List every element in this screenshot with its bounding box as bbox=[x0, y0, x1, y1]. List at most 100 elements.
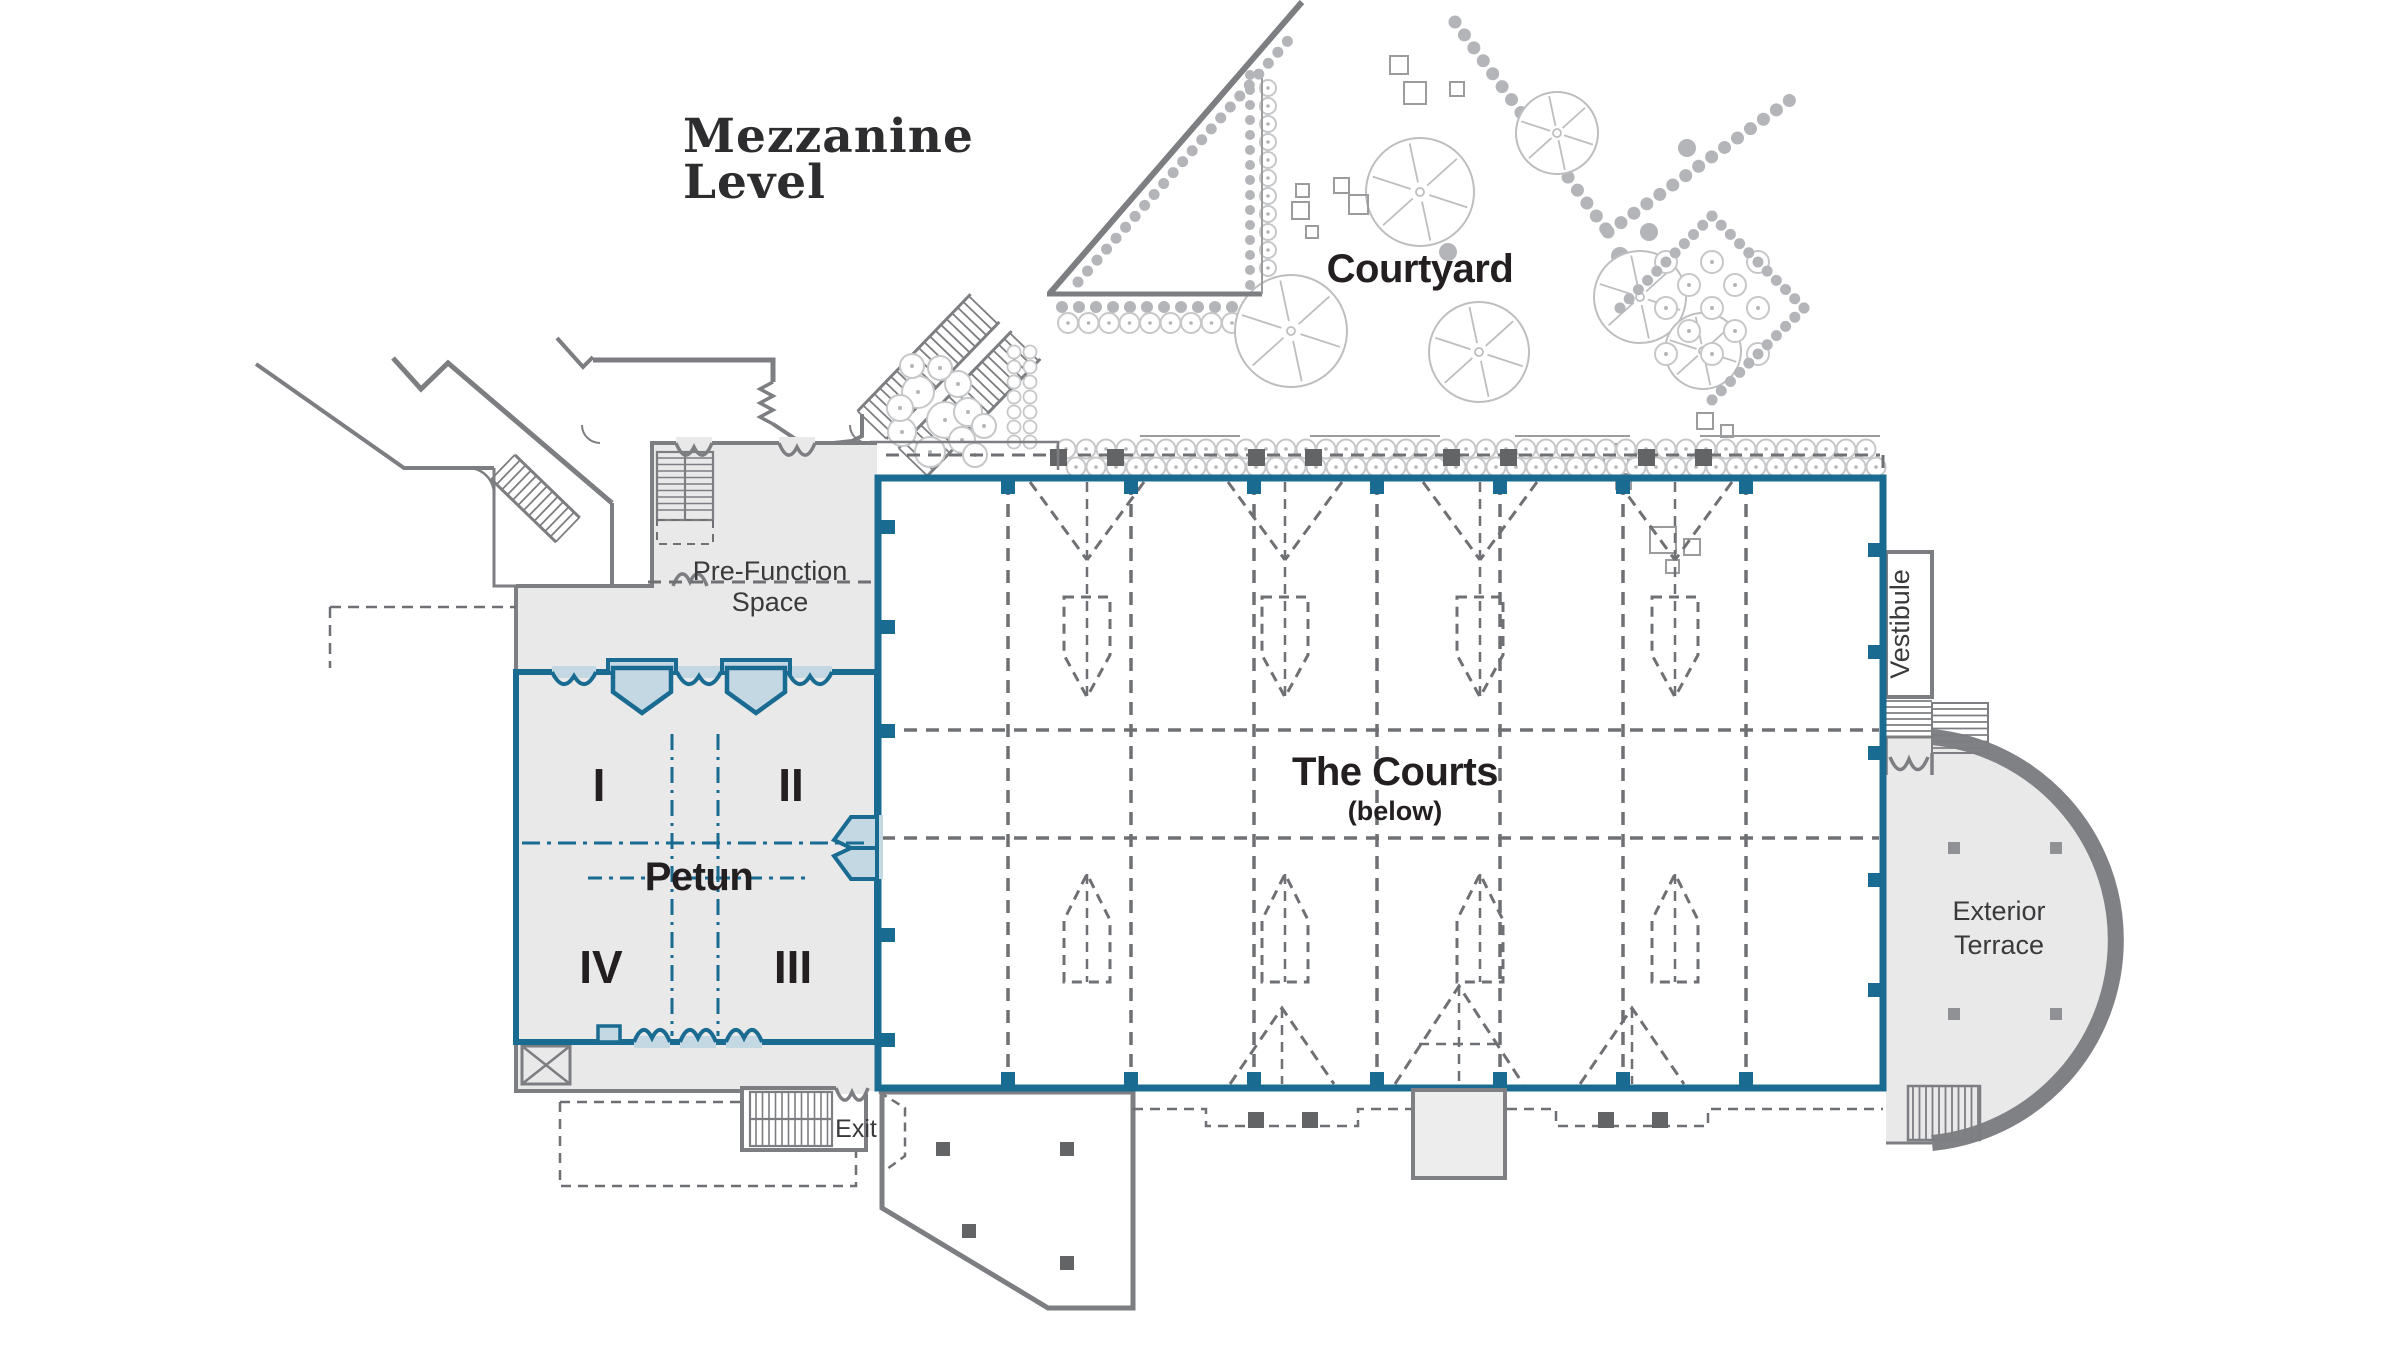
shrub-center bbox=[1494, 465, 1498, 469]
planter-square bbox=[1389, 55, 1409, 75]
pre-function-floor bbox=[516, 443, 877, 1091]
skylight-shield bbox=[1650, 595, 1700, 701]
hedge-dot bbox=[1245, 160, 1255, 170]
tree-trunk bbox=[1415, 187, 1425, 197]
column-square bbox=[1060, 1142, 1074, 1156]
shrub-center bbox=[1594, 465, 1598, 469]
shrub-center bbox=[1394, 465, 1398, 469]
page-title-line1: Mezzanine bbox=[683, 109, 974, 164]
shrub-center bbox=[1574, 465, 1578, 469]
shrub-center bbox=[1454, 465, 1458, 469]
shrub-center bbox=[1733, 329, 1737, 333]
shrub-center bbox=[1254, 465, 1258, 469]
hedge-dot bbox=[1467, 41, 1481, 55]
hedge-dot bbox=[1770, 274, 1782, 286]
hedge-dot bbox=[1705, 150, 1719, 164]
north-break-wall bbox=[555, 336, 595, 370]
shrub-dot bbox=[1439, 243, 1457, 261]
hedge-dot bbox=[1186, 145, 1198, 157]
stair-tread bbox=[528, 490, 554, 517]
shrub bbox=[1022, 344, 1038, 360]
shrub-center bbox=[1234, 465, 1238, 469]
shrub bbox=[1006, 419, 1022, 435]
hedge-dot bbox=[1601, 225, 1615, 239]
petun-partition-doors bbox=[550, 658, 883, 1048]
shrub-center bbox=[1164, 447, 1168, 451]
shrub-center bbox=[1174, 465, 1178, 469]
hedge-dot bbox=[1281, 35, 1293, 47]
shrub-center bbox=[1404, 447, 1408, 451]
stair-tread bbox=[981, 361, 1012, 391]
stair-tread bbox=[970, 372, 1001, 402]
hedge-dot bbox=[1505, 93, 1519, 107]
stair-tread bbox=[522, 485, 548, 512]
hedge-dot bbox=[1743, 357, 1755, 369]
petun-room bbox=[513, 658, 883, 1048]
hedge-dot bbox=[1495, 80, 1509, 94]
shrub-center bbox=[1264, 447, 1268, 451]
hedge-dot bbox=[1761, 265, 1773, 277]
shrub-center bbox=[1694, 465, 1698, 469]
shrub-center bbox=[1664, 306, 1668, 310]
shrub-center bbox=[1374, 465, 1378, 469]
door-gap bbox=[779, 437, 815, 449]
wall-tick bbox=[1493, 1072, 1507, 1088]
exit-dashed-path bbox=[878, 1090, 907, 1176]
shrub-center bbox=[1354, 465, 1358, 469]
shrub-center bbox=[1274, 465, 1278, 469]
shrub-center bbox=[1534, 465, 1538, 469]
tree-branch bbox=[1548, 95, 1557, 126]
column-square bbox=[1695, 449, 1712, 466]
hedge-dot bbox=[1688, 228, 1700, 240]
shrub-center bbox=[1744, 447, 1748, 451]
double-door-icon bbox=[632, 1028, 672, 1043]
double-door-leaves-icon bbox=[830, 846, 879, 881]
tree-branch bbox=[1563, 134, 1594, 146]
exterior-terrace bbox=[1886, 729, 2124, 1151]
shrub-center bbox=[1294, 465, 1298, 469]
double-door-leaves-icon bbox=[830, 815, 879, 850]
tree-branch bbox=[1640, 304, 1650, 339]
wall-tick bbox=[1124, 478, 1138, 494]
shrub-center bbox=[1266, 176, 1270, 180]
hedge-dot bbox=[1761, 339, 1773, 351]
shrub-center bbox=[1514, 465, 1518, 469]
petun-label: Petun bbox=[645, 855, 754, 899]
hedge-dot bbox=[1697, 219, 1709, 231]
skylight-shield bbox=[1062, 595, 1112, 701]
west-room-wall bbox=[492, 468, 516, 588]
tree-branch bbox=[1599, 283, 1633, 296]
hedge-dot bbox=[1177, 156, 1189, 168]
double-door-icon bbox=[1888, 754, 1930, 772]
shrub-center bbox=[966, 410, 970, 414]
terrace-arc-wall bbox=[1931, 729, 2124, 1151]
stair-tread bbox=[517, 480, 543, 506]
skylight-funnel bbox=[1421, 481, 1539, 561]
pre-function-label-line2: Space bbox=[732, 587, 809, 617]
planter-square bbox=[1333, 177, 1350, 194]
shrub-dot bbox=[1678, 139, 1696, 157]
shrub-dot bbox=[1124, 301, 1136, 313]
shrub-center bbox=[900, 430, 904, 434]
hedge-dot bbox=[1666, 178, 1680, 192]
tree-branch bbox=[1479, 360, 1490, 398]
shaft-box bbox=[520, 1044, 572, 1086]
shrub-center bbox=[1244, 447, 1248, 451]
petun-room-1-label: I bbox=[593, 759, 606, 811]
shrub-center bbox=[1674, 465, 1678, 469]
planter-square bbox=[1403, 81, 1427, 105]
hedge-dot bbox=[1245, 70, 1255, 80]
page-title-line2: Level bbox=[683, 155, 826, 210]
shrub-center bbox=[1474, 465, 1478, 469]
tree-branch bbox=[1428, 194, 1468, 209]
shrub-center bbox=[1814, 465, 1818, 469]
tree-branch bbox=[1444, 357, 1473, 384]
hedge-dot bbox=[1476, 54, 1490, 68]
walkway-edge bbox=[870, 440, 1060, 470]
door-gap bbox=[677, 666, 721, 678]
tree-branch bbox=[1421, 201, 1432, 241]
shrub-center bbox=[1114, 465, 1118, 469]
double-door-icon bbox=[724, 1028, 764, 1043]
exit-room-floor bbox=[740, 1086, 868, 1152]
shrub-center bbox=[1230, 321, 1234, 325]
